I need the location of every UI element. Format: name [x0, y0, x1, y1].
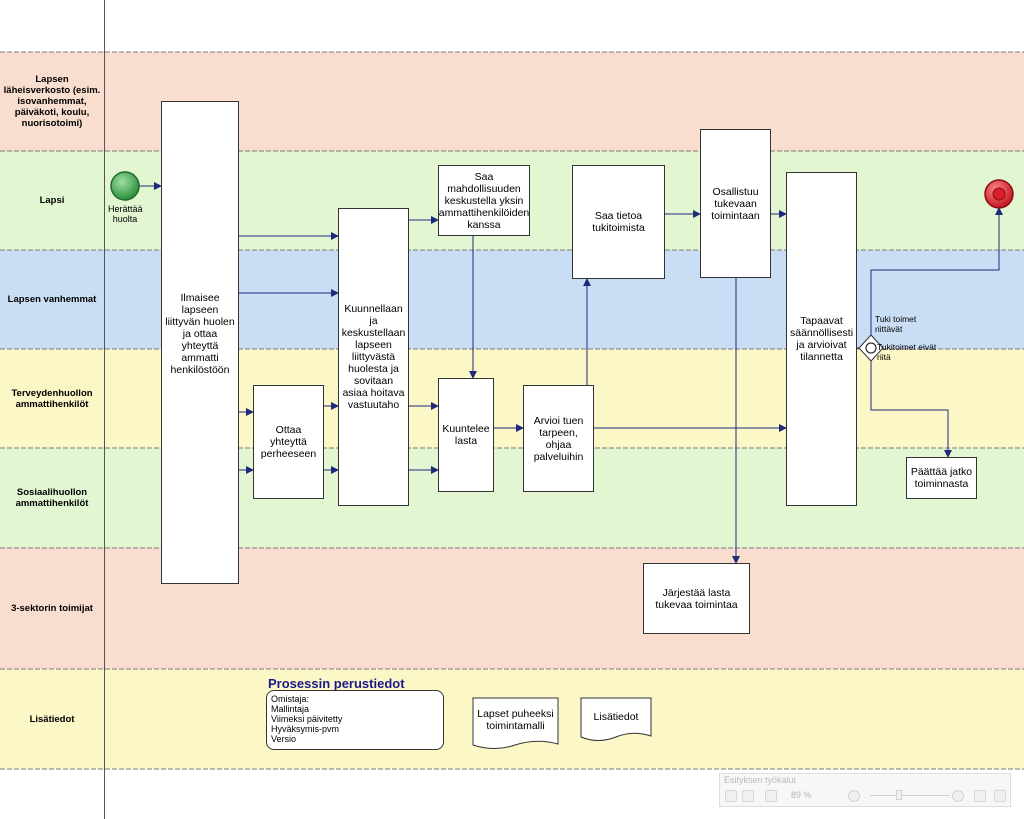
lane-label-network: Lapsen läheisverkosto (esim. isovanhemma…	[3, 74, 101, 129]
lane-label-child: Lapsi	[39, 195, 65, 206]
task-jarjestaa[interactable]: Järjestää lasta tukevaa toimintaa	[643, 563, 750, 634]
zoom-in-icon[interactable]	[952, 790, 964, 802]
lane-label-third-sector: 3-sektorin toimijat	[11, 603, 93, 614]
info-line-owner: Omistaja:	[271, 694, 310, 704]
zoom-level[interactable]: 89 %	[791, 790, 812, 800]
first-page-icon[interactable]	[725, 790, 737, 802]
task-osallistuu[interactable]: Osallistuu tukevaan toimintaan	[700, 129, 771, 278]
task-tapaavat[interactable]: Tapaavat säännöllisesti ja arvioivat til…	[786, 172, 857, 506]
fit-page-icon[interactable]	[974, 790, 986, 802]
end-event-inner	[992, 187, 1006, 201]
task-ottaa-yhteytta[interactable]: Ottaa yhteyttä perheeseen	[253, 385, 324, 499]
task-arvioi[interactable]: Arvioi tuen tarpeen, ohjaa palveluihin	[523, 385, 594, 492]
prev-page-icon[interactable]	[742, 790, 754, 802]
gateway-marker	[865, 342, 877, 354]
lane-bg-third-sector	[0, 548, 1024, 669]
lane-bg-health	[0, 349, 1024, 448]
lane-bg-parents	[0, 250, 1024, 349]
zoom-out-icon[interactable]	[848, 790, 860, 802]
gateway-label-yes: Tuki toimet riittävät	[875, 314, 917, 334]
task-kuunnellaan[interactable]: Kuunnellaan ja keskustellaan lapseen lii…	[338, 208, 409, 506]
start-event[interactable]	[110, 171, 140, 201]
pages-icon[interactable]	[765, 790, 777, 802]
close-toolbar-icon[interactable]	[994, 790, 1006, 802]
doc-lapset-puheeksi[interactable]: Lapset puheeksi toimintamalli	[477, 708, 554, 732]
toolbar-title: Esityksen työkalut	[724, 775, 797, 785]
info-title: Prosessin perustiedot	[268, 676, 405, 691]
info-line-approved: Hyväksymis-pvm	[271, 724, 340, 734]
info-box: Omistaja: Mallintaja Viimeksi päivitetty…	[266, 690, 444, 750]
lane-label-parents: Lapsen vanhemmat	[7, 294, 97, 305]
zoom-slider-thumb[interactable]	[896, 790, 902, 800]
task-saa-mahdollisuuden[interactable]: Saa mahdollisuuden keskustella yksin amm…	[438, 165, 530, 236]
zoom-slider-track[interactable]	[870, 795, 950, 796]
info-line-modeler: Mallintaja	[271, 704, 310, 714]
presentation-toolbar: Esityksen työkalut 89 %	[719, 773, 1011, 807]
task-ilmaisee[interactable]: Ilmaisee lapseen liittyvän huolen ja ott…	[161, 101, 239, 584]
lane-label-extra: Lisätiedot	[29, 713, 75, 725]
task-paattaa[interactable]: Päättää jatko toiminnasta	[906, 457, 977, 499]
lane-bg-social	[0, 448, 1024, 548]
gateway-label-no: Tukitoimet eivät riitä	[877, 342, 937, 362]
info-line-updated: Viimeksi päivitetty	[271, 714, 343, 724]
lane-label-health: Terveydenhuollon ammattihenkilöt	[11, 387, 93, 410]
connectors	[139, 182, 1003, 564]
doc-lisatiedot[interactable]: Lisätiedot	[593, 711, 639, 723]
lane-bg-network	[0, 52, 1024, 151]
info-line-version: Versio	[271, 734, 297, 744]
lane-label-social: Sosiaalihuollon ammattihenkilöt	[15, 487, 89, 509]
start-event-label: Herättää huolta	[108, 204, 143, 224]
task-saa-tietoa[interactable]: Saa tietoa tukitoimista	[572, 165, 665, 279]
task-kuuntelee[interactable]: Kuuntelee lasta	[438, 378, 494, 492]
